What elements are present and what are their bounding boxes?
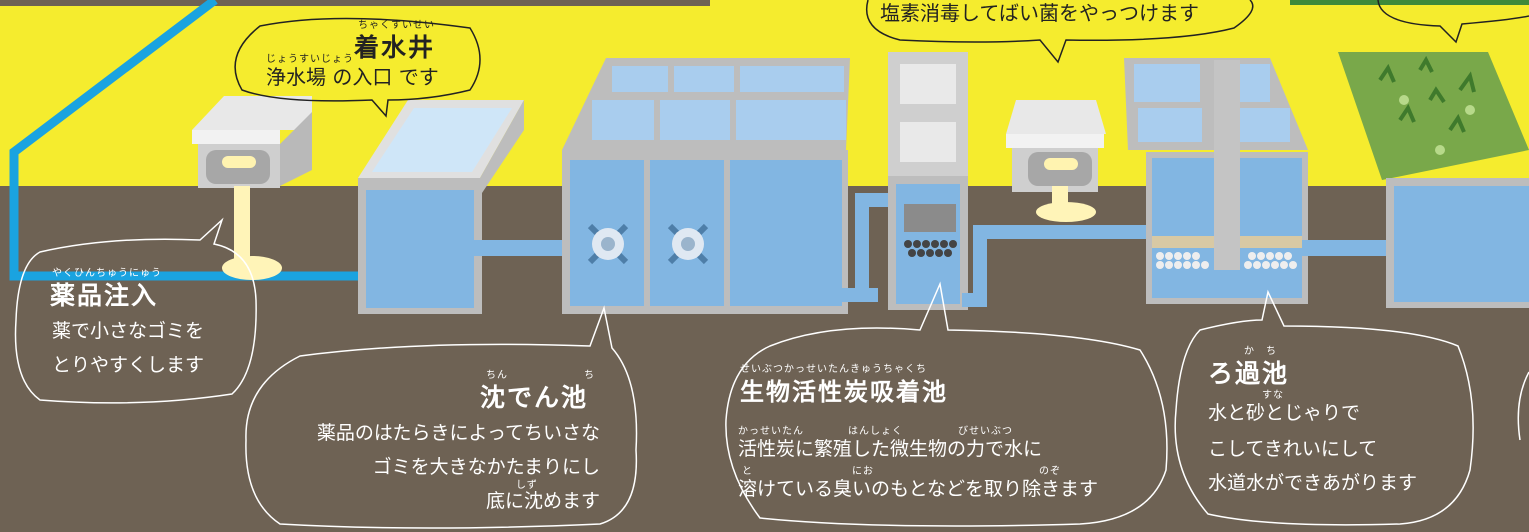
bubble-yakuhin — [14, 217, 257, 404]
rokachi-title: ろ過池 — [1208, 359, 1290, 388]
bubble-rokachi — [1174, 289, 1474, 526]
sand-filter — [1124, 58, 1394, 304]
chindenchi-ruby-chi: ち — [584, 370, 595, 381]
yakuhin-line-2: とりやすくします — [52, 354, 205, 376]
chindenchi-ruby-shizu: しず — [516, 480, 538, 491]
yakuhin-title: 薬品注入 — [50, 281, 159, 310]
rokachi-line-1: 水と砂とじゃりで — [1208, 402, 1361, 424]
chakusuisei-body: 浄水場 の入口 です — [266, 65, 439, 89]
chindenchi-line-2: ゴミを大きなかたまりにし — [372, 456, 600, 478]
kasseitan-line-1: 活性炭に繁殖した微生物の力で水に — [738, 438, 1043, 460]
chemical-injection-house — [192, 96, 312, 280]
chindenchi-line-3: 底に沈めます — [485, 490, 600, 512]
reservoir — [1338, 52, 1529, 308]
yakuhin-ruby: やくひんちゅうにゅう — [52, 268, 162, 279]
yakuhin-line-1: 薬で小さなゴミを — [52, 320, 205, 342]
carbon-adsorption-tower — [842, 52, 1148, 310]
receiving-well — [358, 100, 524, 314]
chindenchi-title: 沈でん池 — [480, 383, 589, 412]
kasseitan-ruby: せいぶつかっせいたんきゅうちゃくち — [740, 364, 927, 375]
bubble-chakusuisei — [234, 17, 481, 118]
chindenchi-ruby-chin: ちん — [486, 370, 508, 381]
top-strip-right — [1290, 0, 1529, 5]
kasseitan-ruby-line-1: かっせいたん はんしょく びせいぶつ — [738, 426, 1013, 437]
bubble-enso — [866, 0, 1254, 64]
chakusuisei-ruby2: じょうすいじょう — [266, 54, 354, 65]
bubble-kasseitan — [725, 281, 1168, 527]
bubble-right-top — [1377, 0, 1529, 44]
kasseitan-ruby-line-2: と にお のぞ — [742, 466, 1061, 477]
rokachi-ruby-suna: すな — [1262, 390, 1284, 401]
chakusuisei-ruby: ちゃくすいせい — [358, 20, 435, 31]
chlorine-house — [1006, 100, 1106, 222]
chindenchi-line-1: 薬品のはたらきによってちいさな — [316, 422, 600, 444]
sedimentation-basin — [562, 58, 850, 314]
kasseitan-title: 生物活性炭吸着池 — [740, 378, 948, 406]
bubble-edge-right — [1517, 371, 1529, 441]
inflow-pipe — [9, 0, 368, 281]
kasseitan-line-2: 溶けている臭いのもとなどを取り除きます — [738, 478, 1099, 500]
rokachi-line-3: 水道水ができあがります — [1208, 472, 1418, 494]
pipe-1 — [474, 240, 570, 256]
rokachi-line-2: こしてきれいにして — [1208, 438, 1378, 460]
bubble-chindenchi — [245, 305, 638, 529]
chakusuisei-title: 着水井 — [354, 33, 436, 62]
top-strip — [0, 0, 710, 6]
enso-body: 塩素消毒してばい菌をやっつけます — [880, 1, 1199, 25]
rokachi-ruby: か ち — [1244, 346, 1277, 357]
